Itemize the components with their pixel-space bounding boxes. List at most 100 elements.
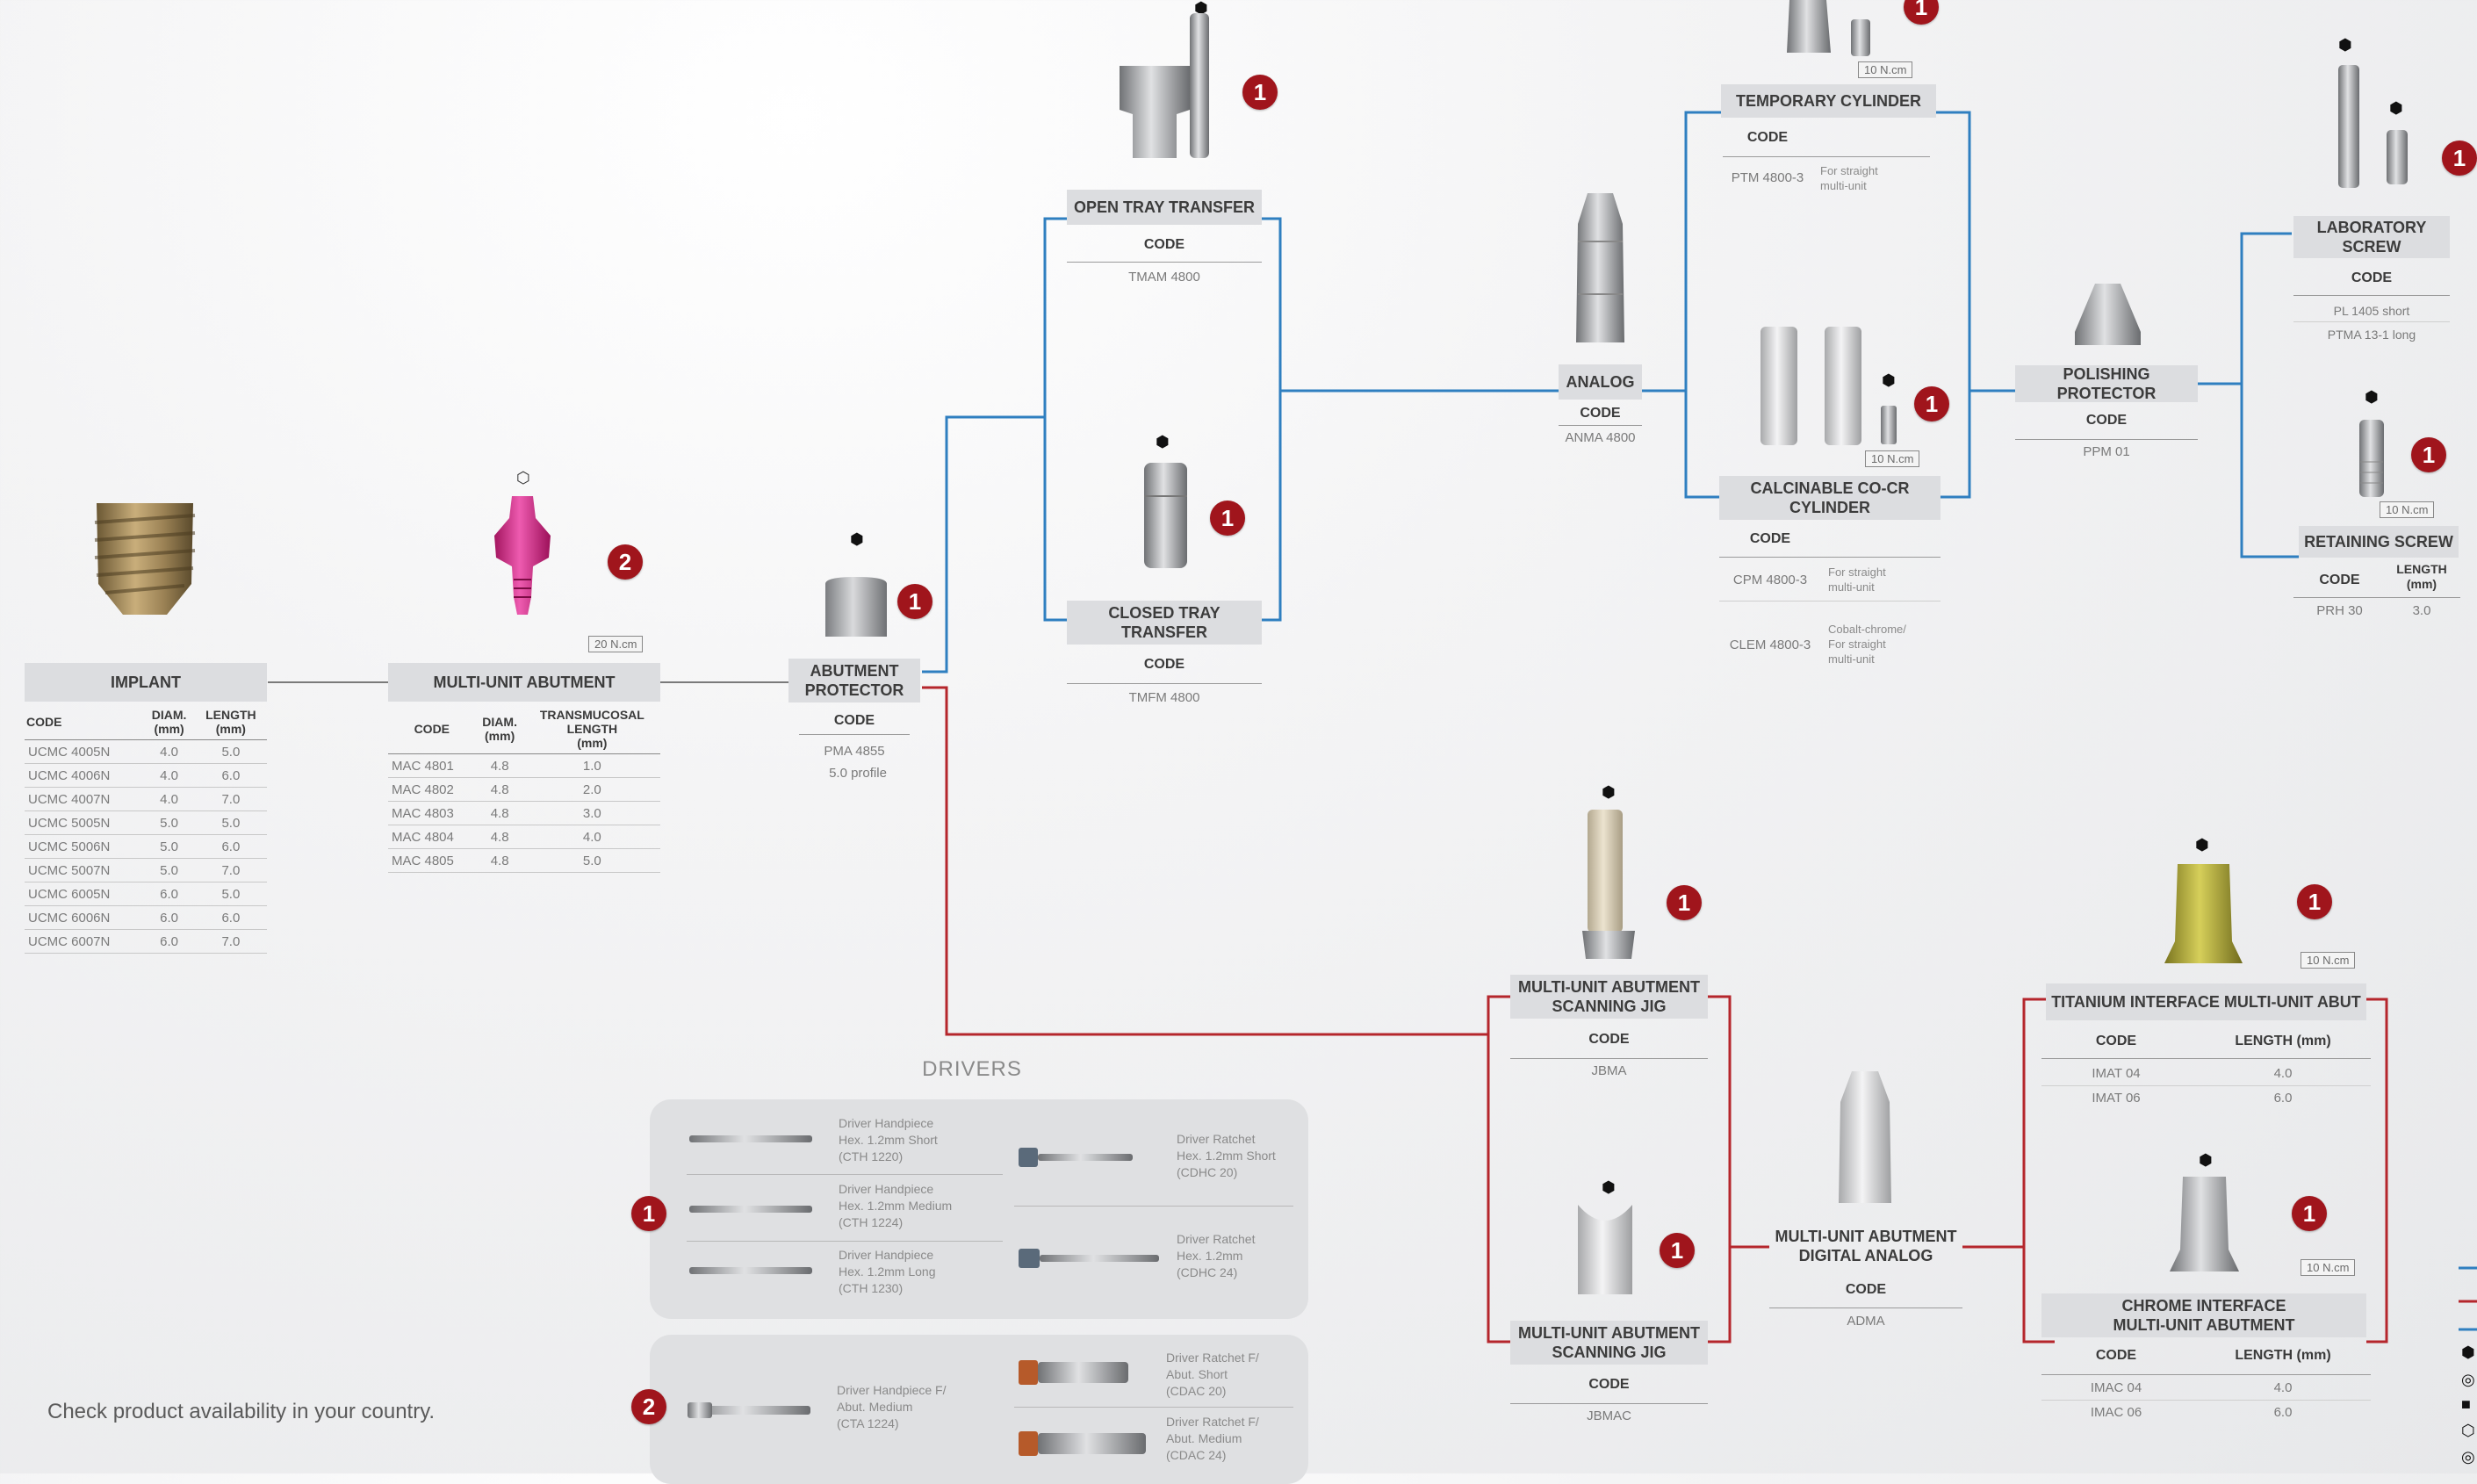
driver-label: Driver Handpiece Hex. 1.2mm Medium (CTH … <box>839 1182 953 1229</box>
multi-unit-cell: 1.0 <box>523 753 660 778</box>
implant-cell: 4.0 <box>143 787 195 811</box>
code-label: CODE <box>833 713 875 728</box>
retaining-screw-title: RETAINING SCREW <box>2299 526 2459 558</box>
hex-icon: ⬢ <box>1882 371 1896 389</box>
multi-unit-cell: 4.8 <box>475 753 524 778</box>
temporary-cylinder-image <box>1782 0 1879 60</box>
code-value: ADMA <box>1847 1314 1885 1329</box>
code-label: CODE <box>1845 1282 1887 1297</box>
driver-label: Driver Ratchet Hex. 1.2mm (CDHC 24) <box>1177 1232 1256 1279</box>
scanning-jig-image <box>1581 808 1638 962</box>
implant-cell: UCMC 6006N <box>25 905 144 930</box>
col-code: CODE <box>388 704 476 754</box>
screw-image <box>1879 406 1898 445</box>
driver-ratchet-short-image <box>1019 1146 1133 1169</box>
analog-title: ANALOG <box>1559 364 1642 400</box>
driver-handpiece-abut-image <box>688 1399 810 1422</box>
digital-analog-image <box>1830 1067 1900 1207</box>
hex-icon: ⬢ <box>2365 388 2379 406</box>
temporary-cylinder-title: TEMPORARY CYLINDER <box>1721 84 1936 118</box>
driver-label: Driver Handpiece Hex. 1.2mm Short (CTH 1… <box>839 1116 938 1163</box>
code-label: CODE <box>1746 130 1789 145</box>
open-tray-transfer-title: OPEN TRAY TRANSFER <box>1067 190 1262 225</box>
scanning-jig-2-image <box>1574 1201 1636 1298</box>
titanium-interface-image <box>2162 862 2245 968</box>
torque-label: 10 N.cm <box>2380 501 2435 518</box>
length-value: 4.0 <box>2273 1066 2293 1081</box>
length-label: LENGTH (mm) <box>2235 1034 2331 1048</box>
code-note: For straight multi-unit <box>1820 164 1878 192</box>
retaining-screw-image <box>2357 418 2387 499</box>
hex-icon: ⬢ <box>2199 1151 2213 1169</box>
implant-cell: 6.0 <box>143 929 195 954</box>
implant-cell: 4.0 <box>143 763 195 788</box>
implant-cell: 6.0 <box>194 763 267 788</box>
multi-unit-abutment-image <box>487 492 558 623</box>
abutment-protector-image <box>821 575 891 641</box>
code-label: CODE <box>2319 573 2360 587</box>
hex-icon: ⬢ <box>2338 36 2352 54</box>
legend-hex-outline-icon: ⬡ <box>2461 1422 2475 1439</box>
multi-unit-cell: 4.8 <box>475 848 524 873</box>
hex-icon: ⬢ <box>1602 1178 1616 1196</box>
chrome-interface-image <box>2167 1175 2242 1273</box>
code-value: TMFM 4800 <box>1128 690 1200 705</box>
driver-label: Driver Ratchet F/ Abut. Medium (CDAC 24) <box>1166 1415 1259 1462</box>
legend-square-icon: ■ <box>2461 1395 2471 1413</box>
multi-unit-cell: 4.8 <box>475 825 524 849</box>
code-label: CODE <box>2095 1034 2137 1048</box>
multi-unit-cell: MAC 4805 <box>388 848 476 873</box>
implant-cell: 6.0 <box>194 905 267 930</box>
implant-cell: UCMC 5007N <box>25 858 144 882</box>
hex-icon: ⬢ <box>850 530 864 548</box>
drivers-title: DRIVERS <box>922 1057 1022 1081</box>
length-label: LENGTH (mm) <box>2396 562 2447 591</box>
blue-line-path <box>922 111 2299 674</box>
implant-cell: 6.0 <box>194 834 267 859</box>
code-note: For straight multi-unit <box>1828 566 1886 594</box>
length-value: 3.0 <box>2412 603 2431 618</box>
driver-handpiece-medium-image <box>689 1203 812 1215</box>
implant-cell: 5.0 <box>143 834 195 859</box>
laboratory-screw-title: LABORATORY SCREW <box>2293 216 2450 258</box>
implant-cell: 5.0 <box>194 810 267 835</box>
driver-handpiece-short-image <box>689 1133 812 1145</box>
implant-cell: UCMC 4007N <box>25 787 144 811</box>
code-label: CODE <box>1588 1377 1630 1392</box>
code-value: PL 1405 short <box>2333 304 2410 318</box>
code-value: ANMA 4800 <box>1565 430 1636 445</box>
legend-hex-icon: ⬢ <box>2461 1344 2475 1361</box>
code-label: CODE <box>1749 531 1791 546</box>
implant-cell: UCMC 4005N <box>25 739 144 764</box>
code-value-note: 5.0 profile <box>829 766 887 781</box>
multi-unit-cell: MAC 4804 <box>388 825 476 849</box>
multi-unit-cell: 4.0 <box>523 825 660 849</box>
code-label: CODE <box>1143 237 1185 252</box>
driver-label: Driver Ratchet Hex. 1.2mm Short (CDHC 20… <box>1177 1132 1276 1179</box>
implant-cell: 5.0 <box>143 858 195 882</box>
code-value: IMAC 04 <box>2090 1380 2142 1395</box>
group-badge-1: 1 <box>2411 437 2446 472</box>
open-tray-transfer-image <box>1115 9 1220 167</box>
code-value: TMAM 4800 <box>1128 270 1200 285</box>
implant-cell: UCMC 4006N <box>25 763 144 788</box>
chrome-interface-title: CHROME INTERFACE MULTI-UNIT ABUTMENT <box>2041 1293 2366 1337</box>
analog-image <box>1572 189 1629 347</box>
multi-unit-cell: 3.0 <box>523 801 660 825</box>
group-badge-1: 1 <box>2292 1196 2327 1231</box>
code-value: IMAT 04 <box>2092 1066 2141 1081</box>
code-value: PTMA 13-1 long <box>2327 328 2416 342</box>
code-label: CODE <box>1143 657 1185 672</box>
code-value: JBMAC <box>1587 1408 1631 1423</box>
code-value: PRH 30 <box>2316 603 2363 618</box>
driver-handpiece-long-image <box>689 1264 812 1277</box>
length-value: 6.0 <box>2273 1091 2293 1106</box>
